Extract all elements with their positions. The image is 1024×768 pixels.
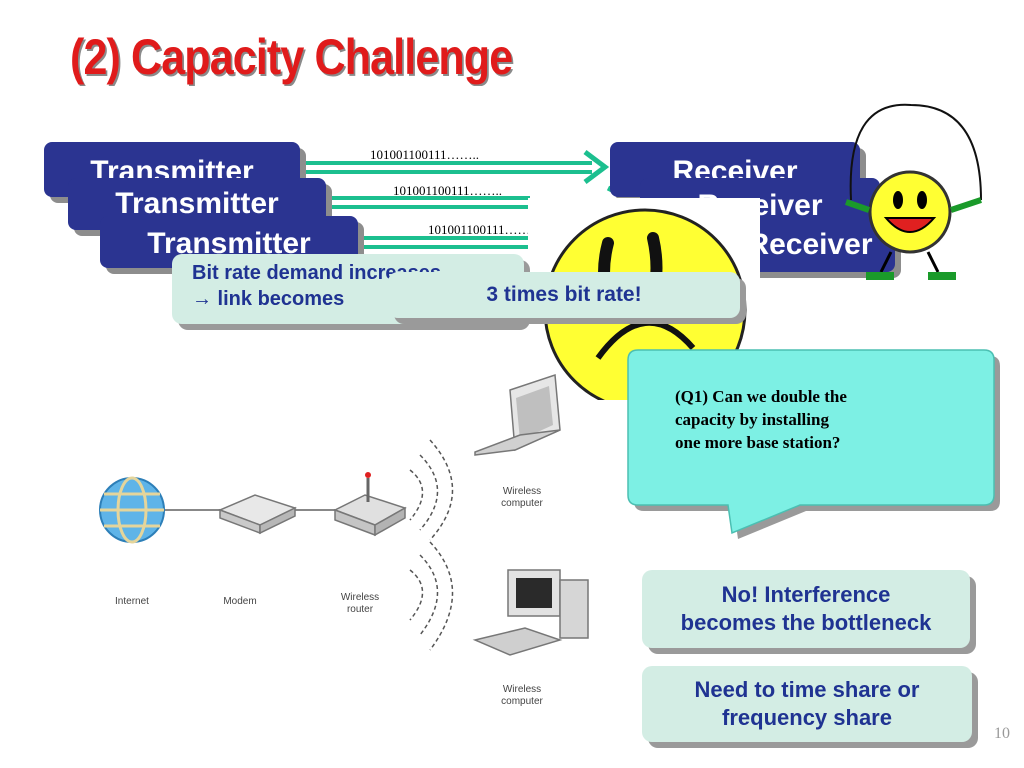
share-line-2: frequency share: [722, 705, 892, 730]
triple-rate-text: 3 times bit rate!: [486, 283, 642, 306]
callout-line-1: (Q1) Can we double the: [675, 387, 847, 406]
bitstream-3: 101001100111……: [428, 222, 531, 237]
modem-icon: [217, 494, 298, 535]
interference-answer-box: No! Interference becomes the bottleneck: [642, 570, 970, 648]
share-answer-box: Need to time share or frequency share: [642, 666, 972, 742]
callout-line-2: capacity by installing: [675, 410, 829, 429]
desktop-label-line-2: computer: [501, 696, 543, 707]
page-number: 10: [994, 725, 1010, 742]
network-diagram: [99, 373, 589, 656]
laptop-icon: [474, 373, 561, 456]
triple-rate-box: 3 times bit rate!: [388, 272, 740, 318]
transmitter-label: Transmitter: [115, 187, 279, 220]
modem-label: Modem: [223, 596, 257, 607]
router-label-line-2: router: [346, 604, 374, 615]
router-label: Wireless router: [330, 592, 390, 616]
bitstream-1: 101001100111……..: [370, 147, 480, 162]
router-label-line-1: Wireless: [340, 592, 380, 603]
question-callout-text: (Q1) Can we double the capacity by insta…: [675, 385, 965, 454]
desktop-label: Wireless computer: [490, 684, 554, 708]
receiver-label: Receiver: [747, 228, 873, 261]
interference-line-1: No! Interference: [721, 582, 891, 607]
wireless-signal-waves: [409, 439, 454, 651]
jumping-smiley-icon: [845, 103, 982, 280]
bitstream-2: 101001100111……..: [393, 183, 503, 198]
share-line-1: Need to time share or: [694, 677, 920, 702]
callout-line-3: one more base station?: [675, 433, 841, 452]
slide-title: (2) Capacity Challenge: [70, 29, 513, 85]
laptop-label: Wireless computer: [490, 486, 554, 510]
desktop-label-line-1: Wireless: [502, 684, 542, 695]
question-callout-shape: [627, 349, 1000, 539]
laptop-label-line-2: computer: [501, 498, 543, 509]
demand-line-1: Bit rate demand increases: [192, 262, 441, 284]
interference-line-2: becomes the bottleneck: [680, 610, 932, 635]
internet-label: Internet: [115, 596, 149, 607]
router-icon: [333, 472, 407, 537]
laptop-label-line-1: Wireless: [502, 486, 542, 497]
link-arrow-3: [358, 236, 530, 249]
desktop-computer-icon: [472, 569, 589, 656]
demand-line-2: → link becomes: [192, 288, 345, 310]
globe-icon: [99, 476, 165, 544]
link-arrow-1: [300, 150, 610, 184]
